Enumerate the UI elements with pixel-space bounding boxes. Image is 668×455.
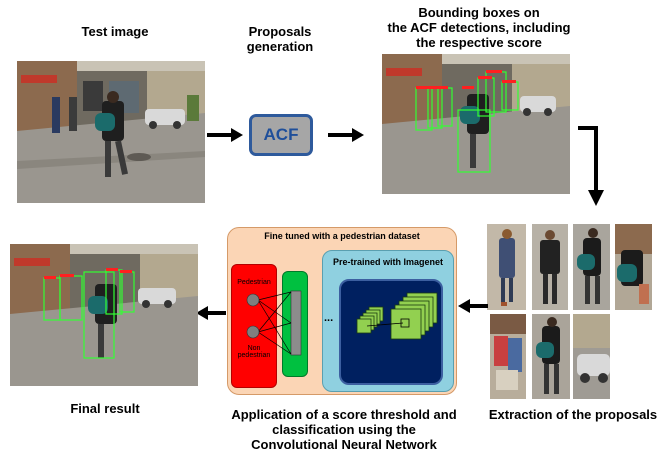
test-image-label: Test image [81, 24, 149, 39]
proposal-crop [532, 224, 568, 310]
ellipsis-label: ... [324, 312, 334, 324]
acf-label: ACF [263, 125, 299, 144]
fine-tuned-title: Fine tuned with a pedestrian dataset [264, 231, 420, 241]
arrow-right-icon [328, 128, 364, 142]
cnn-diagram: Fine tuned with a pedestrian dataset Ped… [227, 227, 457, 395]
pedestrian-label: Pedestrian [237, 279, 271, 286]
final-result-photo [10, 244, 198, 386]
test-image-photo [17, 61, 205, 203]
final-result-label: Final result [70, 401, 140, 416]
bounding-boxes-photo [382, 54, 570, 194]
arrow-right-icon [207, 128, 243, 142]
conv-layers-block [339, 279, 443, 385]
pretrained-label: Pre-trained with Imagenet [332, 257, 444, 267]
acf-detector-box: ACF [249, 114, 313, 156]
neuron-connections [246, 290, 302, 356]
proposals-generation-label: Proposals generation [246, 24, 314, 54]
proposal-crop [573, 314, 610, 399]
arrow-left-icon [458, 299, 488, 313]
arrow-down-icon [578, 126, 604, 206]
proposal-crop [532, 314, 570, 399]
feature-maps [356, 292, 438, 340]
pretrained-block: Pre-trained with Imagenet [322, 250, 454, 392]
proposal-crop [487, 224, 526, 310]
threshold-classification-label: Application of a score threshold and cla… [231, 407, 457, 452]
extraction-label: Extraction of the proposals [488, 407, 658, 422]
proposal-crop [490, 314, 526, 399]
arrow-left-icon [196, 306, 226, 320]
bounding-boxes-label: Bounding boxes on the ACF detections, in… [387, 5, 571, 50]
proposal-crop [615, 224, 652, 310]
proposal-crop [573, 224, 610, 310]
non-pedestrian-label: Non pedestrian [237, 345, 271, 359]
